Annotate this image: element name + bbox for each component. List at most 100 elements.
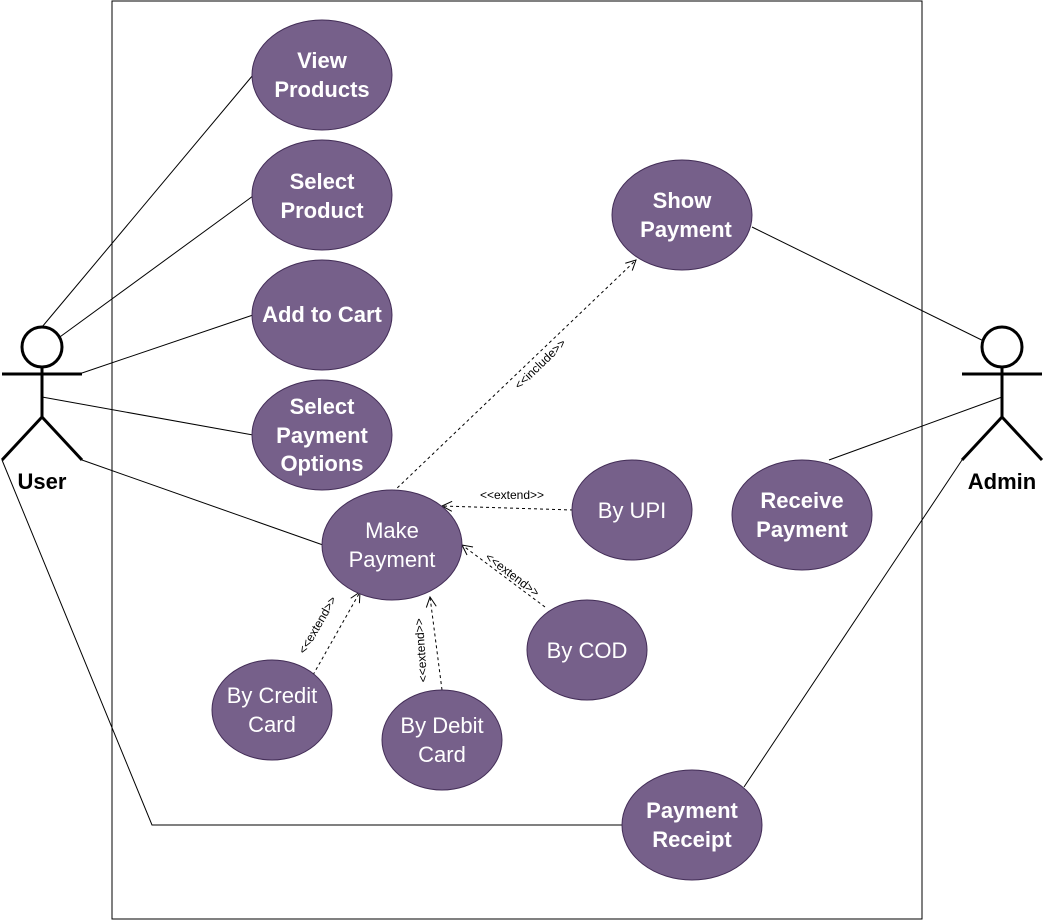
- svg-text:Add to Cart: Add to Cart: [262, 302, 382, 327]
- assoc-user-select-payment-options: [41, 396, 254, 436]
- use-case-shape: [611, 159, 753, 271]
- extend-arrow-credit-card: [312, 592, 360, 676]
- use-case-make-payment: Make Payment: [321, 489, 463, 601]
- use-case-label: Select: [290, 394, 355, 419]
- svg-text:Show: Show: [653, 188, 713, 213]
- use-case-label: By COD: [547, 638, 628, 663]
- admin-associations: [743, 226, 1003, 788]
- admin-head: [980, 325, 1024, 369]
- assoc-user-view-products: [41, 74, 254, 328]
- extend-arrow-upi: [442, 506, 574, 510]
- user-label: User: [18, 469, 67, 494]
- use-case-shape: [621, 769, 763, 881]
- svg-text:Receipt: Receipt: [652, 827, 732, 852]
- extend-arrow-cod: [462, 545, 546, 608]
- system-boundary: [111, 0, 923, 920]
- svg-text:Payment: Payment: [646, 798, 738, 823]
- assoc-admin-show-payment: [751, 226, 1003, 351]
- admin-label: Admin: [968, 469, 1036, 494]
- use-case-label: Products: [274, 77, 369, 102]
- extend-label-credit-card: <<extend>>: [295, 594, 339, 656]
- svg-text:Card: Card: [418, 742, 466, 767]
- svg-text:Products: Products: [274, 77, 369, 102]
- use-case-label: By Credit: [227, 683, 317, 708]
- assoc-user-make-payment: [81, 459, 324, 546]
- use-case-label: Payment: [276, 423, 368, 448]
- use-case-view-products: View Products: [251, 19, 393, 131]
- use-case-shape: [526, 599, 648, 701]
- use-case-shape: [251, 19, 393, 131]
- use-case-add-to-cart: Add to Cart: [251, 259, 393, 371]
- use-case-label: Payment: [756, 517, 848, 542]
- use-case-label: Receive: [760, 488, 843, 513]
- assoc-user-select-product: [41, 195, 254, 351]
- svg-text:By COD: By COD: [547, 638, 628, 663]
- use-case-shape: [251, 139, 393, 251]
- admin-left-leg: [960, 415, 1004, 462]
- use-case-label: Payment: [349, 547, 436, 572]
- svg-text:Options: Options: [280, 451, 363, 476]
- svg-text:Make: Make: [365, 518, 419, 543]
- use-case-by-credit-card: By Credit Card: [211, 659, 333, 761]
- use-case-label: Product: [280, 198, 364, 223]
- admin-actor: [960, 325, 1044, 462]
- use-case-payment-receipt: Payment Receipt: [621, 769, 763, 881]
- include-label: <<include>>: [512, 336, 569, 392]
- user-actor: [0, 325, 84, 462]
- use-case-receive-payment: Receive Payment: [731, 459, 873, 571]
- use-case-shape: [321, 489, 463, 601]
- assoc-user-payment-receipt: [1, 459, 625, 826]
- extend-arrow-debit-card: [430, 597, 443, 691]
- user-associations: [1, 74, 625, 826]
- use-case-label: Receipt: [652, 827, 732, 852]
- use-case-select-payment-options: Select Payment Options: [251, 379, 393, 491]
- use-case-label: Payment: [646, 798, 738, 823]
- svg-text:Receive: Receive: [760, 488, 843, 513]
- use-case-by-upi: By UPI: [571, 459, 693, 561]
- use-case-label: By Debit: [400, 713, 483, 738]
- use-case-label: Select: [290, 169, 355, 194]
- assoc-admin-payment-receipt: [743, 459, 963, 788]
- assoc-admin-receive-payment: [828, 396, 1003, 461]
- assoc-user-add-to-cart: [81, 314, 254, 374]
- svg-text:Payment: Payment: [276, 423, 368, 448]
- svg-text:Select: Select: [290, 394, 355, 419]
- svg-text:View: View: [297, 48, 348, 73]
- use-case-by-debit-card: By Debit Card: [381, 689, 503, 791]
- use-case-label: By UPI: [598, 498, 666, 523]
- svg-text:Payment: Payment: [349, 547, 436, 572]
- svg-text:Payment: Payment: [640, 217, 732, 242]
- use-case-shape: [251, 379, 393, 491]
- use-case-label: Add to Cart: [262, 302, 382, 327]
- user-right-leg: [40, 415, 84, 462]
- use-case-select-product: Select Product: [251, 139, 393, 251]
- svg-text:By Debit: By Debit: [400, 713, 483, 738]
- use-case-label: Make: [365, 518, 419, 543]
- use-case-shape: [381, 689, 503, 791]
- use-case-label: Card: [418, 742, 466, 767]
- extend-label-upi: <<extend>>: [480, 488, 544, 502]
- use-case-label: Options: [280, 451, 363, 476]
- use-case-label: View: [297, 48, 348, 73]
- user-head: [20, 325, 64, 369]
- admin-right-leg: [1000, 415, 1044, 462]
- extend-label-debit-card: <<extend>>: [412, 618, 430, 683]
- svg-text:Card: Card: [248, 712, 296, 737]
- svg-text:Product: Product: [280, 198, 364, 223]
- use-case-label: Payment: [640, 217, 732, 242]
- use-case-shape: [251, 259, 393, 371]
- use-case-by-cod: By COD: [526, 599, 648, 701]
- use-case-shape: [571, 459, 693, 561]
- use-case-shape: [731, 459, 873, 571]
- user-left-leg: [0, 415, 44, 462]
- svg-text:Select: Select: [290, 169, 355, 194]
- svg-text:By UPI: By UPI: [598, 498, 666, 523]
- svg-text:By Credit: By Credit: [227, 683, 317, 708]
- extend-label-cod: <<extend>>: [483, 550, 543, 600]
- svg-text:Payment: Payment: [756, 517, 848, 542]
- use-case-show-payment: Show Payment: [611, 159, 753, 271]
- use-case-label: Show: [653, 188, 713, 213]
- use-case-shape: [211, 659, 333, 761]
- dependencies: [312, 260, 636, 691]
- use-case-label: Card: [248, 712, 296, 737]
